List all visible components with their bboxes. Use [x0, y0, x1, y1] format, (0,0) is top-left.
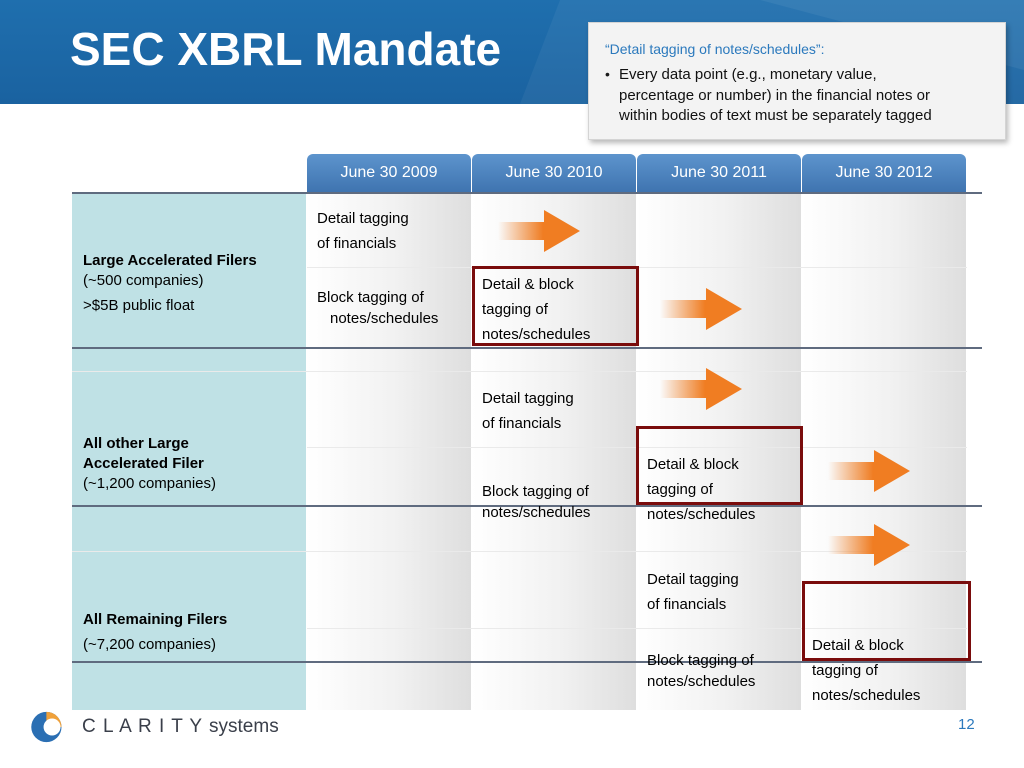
- callout-bullet: •: [605, 66, 610, 82]
- progression-arrow-icon: [660, 288, 742, 330]
- cell-detail-financials: Detail tagging of financials: [647, 567, 739, 617]
- cell-text: tagging of: [812, 662, 878, 679]
- cell-detail-financials: Detail tagging of financials: [317, 206, 409, 256]
- column-2009-bg: [307, 194, 471, 710]
- cell-text: Block tagging of: [317, 289, 424, 306]
- cell-block-tagging: Block tagging of notes/schedules: [482, 481, 590, 523]
- highlight-box: [472, 266, 639, 346]
- row-label-column: [72, 194, 306, 710]
- row-label-companies: (~1,200 companies): [83, 475, 216, 492]
- section-rule: [72, 661, 982, 663]
- cell-text: Detail & block: [647, 456, 739, 473]
- column-header-2012: June 30 2012: [802, 154, 966, 192]
- cell-text: notes/schedules: [330, 310, 439, 327]
- page-number: 12: [958, 716, 975, 733]
- company-logo-text: C L A R I T Y systems: [82, 716, 279, 737]
- callout-line: percentage or number) in the financial n…: [619, 86, 931, 104]
- column-header-2010: June 30 2010: [472, 154, 636, 192]
- column-2010-bg: [472, 194, 636, 710]
- column-2012-bg: [802, 194, 966, 710]
- cell-text: Detail & block: [482, 276, 574, 293]
- clarity-logo-icon: [31, 711, 62, 743]
- section-rule: [72, 347, 982, 349]
- progression-arrow-icon: [828, 450, 910, 492]
- progression-arrow-icon: [660, 368, 742, 410]
- callout-line: within bodies of text must be separately…: [619, 107, 932, 124]
- cell-text: notes/schedules: [482, 326, 591, 343]
- cell-text: tagging of: [482, 301, 548, 318]
- row-divider: [307, 628, 967, 629]
- cell-detail-financials: Detail tagging of financials: [482, 386, 574, 436]
- slide-title: SEC XBRL Mandate: [70, 23, 502, 75]
- cell-text: Detail tagging: [482, 390, 574, 407]
- cell-text: Detail tagging: [647, 571, 739, 588]
- column-header-2009: June 30 2009: [307, 154, 471, 192]
- definition-callout: “Detail tagging of notes/schedules”: • E…: [588, 22, 1006, 140]
- cell-block-tagging: Block tagging of notes/schedules: [647, 650, 755, 692]
- highlight-box: [802, 581, 971, 661]
- cell-block-tagging: Block tagging of notes/schedules: [317, 287, 438, 329]
- row-label-other-filers: Accelerated Filer: [83, 455, 204, 472]
- cell-text: notes/schedules: [647, 506, 756, 523]
- cell-detail-block: Detail & block tagging of notes/schedule…: [647, 452, 755, 527]
- row-label-companies: (~500 companies): [83, 272, 204, 289]
- row-divider: [72, 371, 967, 372]
- cell-detail-block: Detail & block tagging of notes/schedule…: [812, 633, 920, 708]
- cell-text: Block tagging of: [482, 483, 589, 500]
- progression-arrow-icon: [498, 210, 580, 252]
- row-label-companies: (~7,200 companies): [83, 636, 216, 653]
- row-label-other-filers: All other Large: [83, 435, 189, 452]
- row-label-remaining-filers: All Remaining Filers: [83, 611, 228, 628]
- cell-text: of financials: [647, 596, 727, 613]
- callout-heading: “Detail tagging of notes/schedules”:: [605, 41, 825, 57]
- row-label-float: >$5B public float: [83, 297, 195, 314]
- cell-text: Detail & block: [812, 637, 904, 654]
- row-divider: [72, 551, 967, 552]
- cell-text: of financials: [317, 235, 397, 252]
- cell-text: notes/schedules: [482, 504, 591, 521]
- callout-text: Every data point (e.g., monetary value, …: [619, 65, 999, 127]
- cell-text: notes/schedules: [647, 673, 756, 690]
- progression-arrow-icon: [828, 524, 910, 566]
- column-2011-bg: [637, 194, 801, 710]
- column-header-2011: June 30 2011: [637, 154, 801, 192]
- row-label-large-filers: Large Accelerated Filers: [83, 252, 257, 269]
- cell-detail-block: Detail & block tagging of notes/schedule…: [482, 272, 590, 347]
- table-top-rule: [72, 192, 982, 194]
- section-rule: [72, 505, 982, 507]
- cell-text: of financials: [482, 415, 562, 432]
- cell-text: notes/schedules: [812, 687, 921, 704]
- highlight-box: [636, 426, 803, 505]
- cell-text: Block tagging of: [647, 652, 754, 669]
- cell-text: Detail tagging: [317, 210, 409, 227]
- callout-line: Every data point (e.g., monetary value,: [619, 66, 877, 83]
- cell-text: tagging of: [647, 481, 713, 498]
